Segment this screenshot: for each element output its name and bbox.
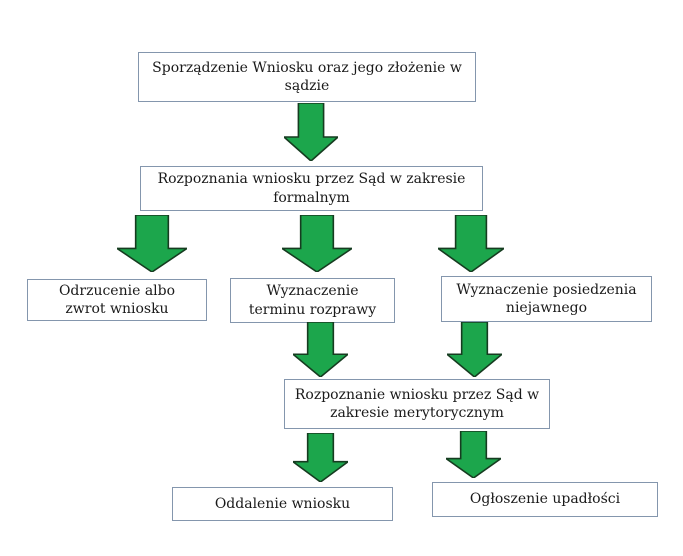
flow-node-bankruptcy-declared: Ogłoszenie upadłości	[432, 482, 658, 517]
down-arrow-icon	[438, 215, 504, 272]
flow-node-formal-review: Rozpoznania wniosku przez Sąd w zakresie…	[140, 166, 483, 211]
down-arrow-icon	[293, 433, 348, 482]
flow-node-label: Odrzucenie albo zwrot wniosku	[58, 282, 176, 317]
flow-node-label: Rozpoznania wniosku przez Sąd w zakresie…	[157, 171, 466, 206]
flow-node-closed-session: Wyznaczenie posiedzenia niejawnego	[441, 276, 652, 322]
flow-node-label: Wyznaczenie terminu rozprawy	[248, 283, 377, 318]
flow-node-label: Ogłoszenie upadłości	[469, 491, 621, 508]
flow-node-label: Oddalenie wniosku	[214, 495, 351, 512]
down-arrow-icon	[284, 103, 338, 161]
flow-node-label: Sporządzenie Wniosku oraz jego złożenie …	[152, 59, 462, 94]
down-arrow-icon	[447, 322, 502, 377]
flow-node-start: Sporządzenie Wniosku oraz jego złożenie …	[138, 52, 476, 102]
flow-node-hearing-date: Wyznaczenie terminu rozprawy	[230, 278, 395, 323]
flow-node-label: Rozpoznanie wniosku przez Sąd w zakresie…	[294, 386, 540, 421]
flow-node-label: Wyznaczenie posiedzenia niejawnego	[456, 281, 637, 316]
down-arrow-icon	[446, 431, 501, 478]
down-arrow-icon	[117, 215, 187, 272]
flow-node-rejection: Odrzucenie albo zwrot wniosku	[27, 279, 207, 321]
flow-node-merit-review: Rozpoznanie wniosku przez Sąd w zakresie…	[284, 379, 550, 429]
down-arrow-icon	[282, 215, 352, 272]
flow-node-dismissal: Oddalenie wniosku	[172, 487, 393, 521]
down-arrow-icon	[293, 322, 348, 377]
